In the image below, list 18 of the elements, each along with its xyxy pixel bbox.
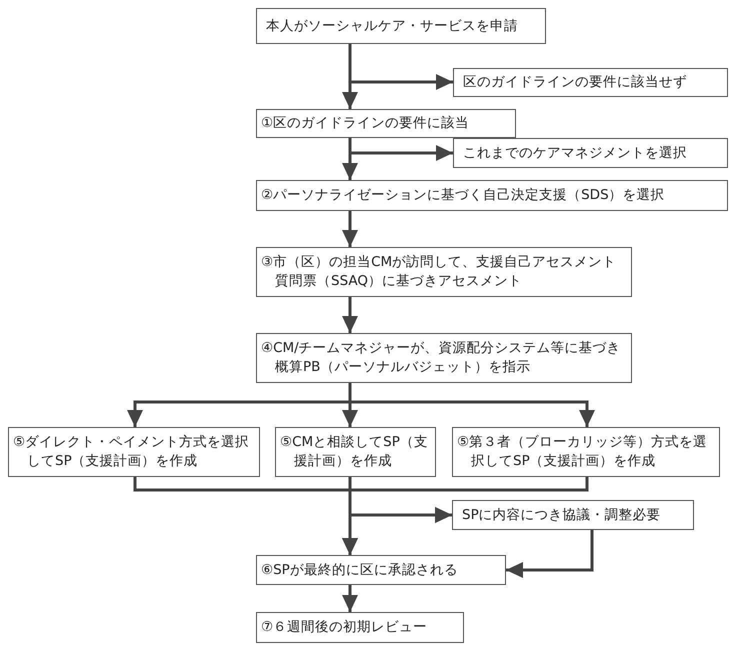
process-box: ⑤第３者（ブローカリッジ等）方式を選択してSP（支援計画）を作成	[452, 427, 720, 477]
arrow	[342, 585, 358, 612]
arrow	[506, 530, 594, 578]
process-box: 区のガイドラインの要件に該当せず	[453, 68, 728, 97]
process-box: 本人がソーシャルケア・サービスを申請	[256, 8, 546, 44]
process-box: ⑥SPが最終的に区に承認される	[256, 555, 506, 585]
arrow	[342, 211, 358, 247]
process-box: ④CM/チームマネジャーが、資源配分システム等に基づき概算PB（パーソナルバジェット）を指示	[256, 333, 632, 383]
process-box: これまでのケアマネジメントを選択	[453, 138, 728, 168]
process-box: ⑦６週間後の初期レビュー	[256, 612, 464, 643]
process-box: ②パーソナライゼーションに基づく自己決定支援（SDS）を選択	[256, 180, 728, 211]
process-box: SPに内容につき協議・調整必要	[452, 500, 694, 530]
process-box: ⑤ダイレクト・ペイメント方式を選択してSP（支援計画）を作成	[8, 427, 260, 477]
arrow	[348, 383, 595, 427]
process-box: ⑤CMと相談してSP（支援計画）を作成	[275, 427, 436, 477]
arrow	[342, 297, 358, 333]
process-box: ①区のガイドラインの要件に該当	[256, 109, 516, 138]
process-box: ③市（区）の担当CMが訪問して、支援自己アセスメント質問票（SSAQ）に基づきアセスメント	[256, 247, 632, 297]
